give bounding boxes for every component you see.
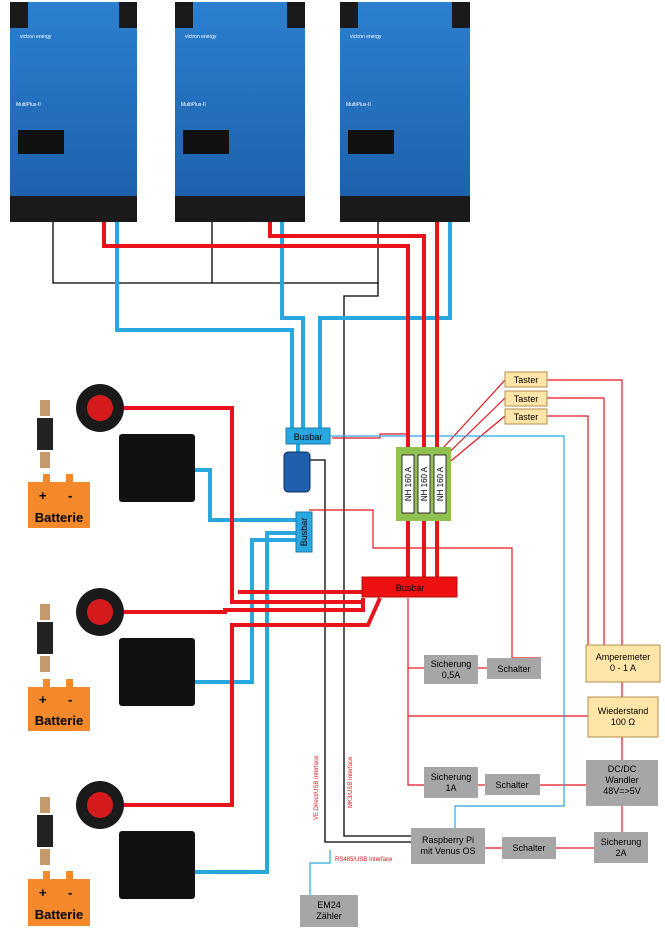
inverter-brand: victron energy	[20, 34, 52, 40]
dc-negative-cables	[115, 222, 452, 874]
fuse-icon	[40, 604, 50, 620]
schalter-3-box[interactable]: Schalter	[502, 837, 556, 859]
battery-minus: -	[68, 692, 72, 707]
label-line: 2A	[615, 848, 626, 858]
label-line: DC/DC	[608, 764, 637, 774]
inverter-3: victron energy MultiPlus-II	[340, 2, 470, 222]
label-line: 48V=>5V	[603, 786, 641, 796]
busbar-red	[361, 576, 458, 598]
smart-shunt	[119, 831, 195, 899]
taster-box[interactable]	[504, 408, 548, 425]
label-line: 1A	[445, 783, 456, 793]
label-line: 100 Ω	[611, 717, 636, 727]
battery-plus: +	[39, 692, 47, 707]
taster-box[interactable]	[504, 371, 548, 388]
battery-icon	[28, 679, 90, 731]
taster-box[interactable]	[504, 390, 548, 407]
signal-wires	[52, 222, 411, 843]
battery-minus: -	[68, 885, 72, 900]
battery-icon	[28, 871, 90, 926]
label-line: Wandler	[605, 775, 638, 785]
battery-plus: +	[39, 885, 47, 900]
battery-minus: -	[68, 488, 72, 503]
inverter-2: victron energy MultiPlus-II	[175, 2, 305, 222]
inverter-model: MultiPlus-II	[346, 102, 371, 108]
battery-group-2: + - Batterie	[28, 588, 195, 731]
battery-group-3: + - Batterie	[28, 781, 195, 926]
battery-label: Batterie	[35, 510, 83, 525]
fuse-label: NH 160 A	[436, 466, 445, 501]
fuse-label: NH 160 A	[420, 466, 429, 501]
label-line: Raspberry Pi	[422, 835, 474, 845]
fuse-body	[37, 622, 53, 654]
inverter-brand: victron energy	[350, 34, 382, 40]
inverter-1: victron energy MultiPlus-II	[10, 2, 137, 222]
data-wires	[309, 435, 565, 895]
fuse-body	[37, 815, 53, 847]
label-line: Wiederstand	[598, 706, 649, 716]
label-line: 0,5A	[442, 670, 461, 680]
fuse-icon	[40, 400, 50, 416]
label-line: Zähler	[316, 911, 342, 921]
schalter-1-box[interactable]: Schalter	[487, 658, 541, 679]
battery-label: Batterie	[35, 907, 83, 922]
battery-icon	[28, 474, 90, 528]
label-line: Sicherung	[431, 659, 472, 669]
battery-group-1: + - Batterie	[28, 384, 195, 528]
label-line: 0 - 1 A	[610, 663, 636, 673]
busbar-top-label: Busbar	[294, 432, 323, 442]
label-line: Sicherung	[431, 772, 472, 782]
inverter-brand: victron energy	[185, 34, 217, 40]
iface-ve-direct-label: VE.Direct/USB Interface	[314, 755, 320, 820]
label-line: mit Venus OS	[420, 846, 475, 856]
fuse-label: NH 160 A	[404, 466, 413, 501]
fuse-icon	[40, 797, 50, 813]
busbar-red-label: Busbar	[396, 583, 425, 593]
busbar-vertical	[295, 511, 313, 553]
schalter-label: Schalter	[497, 664, 530, 674]
iface-rs485-label: RS485/USB Interface	[335, 857, 393, 863]
schalter-2-box[interactable]: Schalter	[485, 774, 540, 795]
schalter-label: Schalter	[495, 780, 528, 790]
busbar-top	[285, 427, 331, 445]
taster-label: Taster	[514, 394, 539, 404]
taster-label: Taster	[514, 375, 539, 385]
smart-shunt	[119, 638, 195, 706]
bmv-monitor-icon	[283, 451, 311, 493]
battery-plus: +	[39, 488, 47, 503]
label-line: Sicherung	[601, 837, 642, 847]
battery-label: Batterie	[35, 713, 83, 728]
iface-mk3-label: MK3/USB Interface	[348, 756, 354, 808]
inverter-model: MultiPlus-II	[181, 102, 206, 108]
fuse-body	[37, 418, 53, 450]
schalter-label: Schalter	[512, 843, 545, 853]
busbar-vertical-label: Busbar	[299, 518, 309, 547]
taster-label: Taster	[514, 412, 539, 422]
smart-shunt	[119, 434, 195, 502]
dc-positive-cables	[102, 222, 439, 807]
label-line: EM24	[317, 900, 341, 910]
inverter-model: MultiPlus-II	[16, 102, 41, 108]
label-line: Amperemeter	[596, 652, 651, 662]
